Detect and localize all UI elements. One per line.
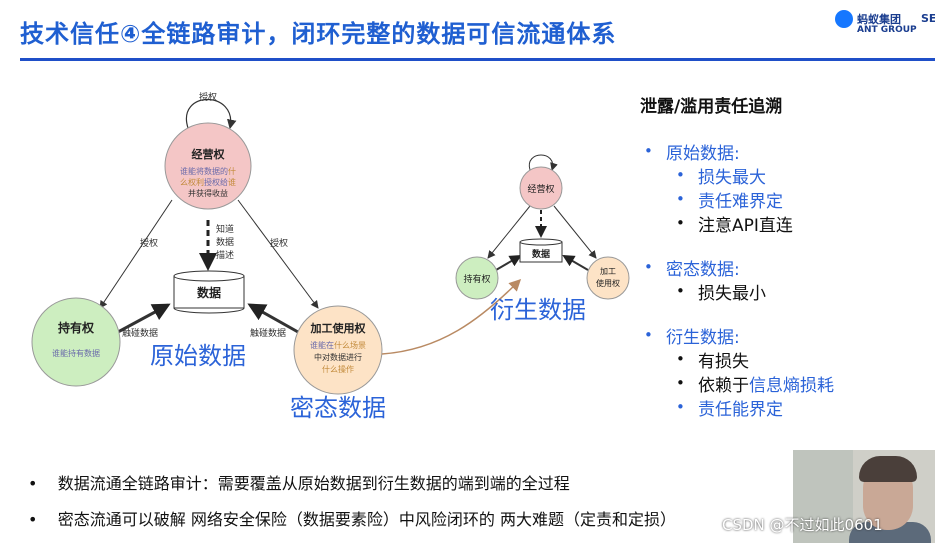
authorize-right-label: 授权 [270, 237, 288, 249]
derived-data-group: •衍生数据: •有损失 •依赖于信息熵损耗 •责任能界定 [640, 323, 930, 420]
touch-left-edge [117, 303, 171, 334]
derived-data-zone-label: 衍生数据 [490, 296, 586, 324]
usage-right-title: 加工使用权 [310, 321, 367, 335]
small-touch-right-edge [562, 254, 589, 271]
small-right-edge [553, 205, 597, 259]
encrypted-data-group: •密态数据: •损失最小 [640, 255, 930, 304]
raw-item-1: •损失最大 [676, 166, 766, 188]
small-touch-left-edge [495, 254, 522, 271]
partner-logo-text: SEC [921, 12, 935, 25]
usage-right-desc-line3: 什么操作 [322, 364, 354, 374]
ownership-title: 持有权 [58, 320, 95, 335]
encrypted-data-zone-label: 密态数据 [290, 394, 386, 422]
data-store-node [173, 270, 245, 314]
raw-data-zone-label: 原始数据 [150, 342, 246, 370]
business-right-desc-line3: 并获得收益 [188, 188, 228, 198]
raw-item-3: •注意API直连 [676, 214, 793, 236]
ant-logo-icon [835, 10, 853, 28]
derived-item-3: •责任能界定 [676, 398, 783, 420]
small-usage-label-2: 使用权 [596, 278, 620, 288]
authorize-left-label: 授权 [140, 237, 158, 249]
business-right-node [164, 122, 252, 210]
small-data-store-node [519, 238, 563, 263]
small-business-label: 经营权 [527, 183, 554, 195]
business-right-desc-line2: 么权利授权给谁 [180, 177, 236, 187]
raw-item-2: •责任难界定 [676, 190, 783, 212]
small-loop-edge [528, 154, 558, 171]
small-ownership-label: 持有权 [463, 273, 490, 285]
business-right-desc-line1: 谁能将数据的什 [180, 166, 236, 176]
small-business-node [519, 166, 563, 210]
encrypted-item-1: •损失最小 [676, 282, 766, 304]
derived-item-2: •依赖于信息熵损耗 [676, 374, 834, 396]
business-right-title: 经营权 [192, 147, 226, 161]
know-label-2: 数据 [216, 236, 234, 248]
small-usage-node [586, 256, 630, 300]
bottom-bullet-2: • 密态流通可以破解 网络安全保险（数据要素险）中风险闭环的 两大难题（定责和定… [28, 510, 676, 529]
data-store-label: 数据 [197, 285, 221, 300]
authorize-loop-label: 授权 [199, 91, 217, 103]
small-ownership-node [455, 256, 499, 300]
know-label-3: 描述 [216, 249, 234, 261]
bottom-bullet-1: • 数据流通全链路审计：需要覆盖从原始数据到衍生数据的端到端的全过程 [28, 474, 570, 493]
small-left-edge [487, 205, 531, 259]
authorize-right-edge [237, 199, 319, 309]
small-data-label: 数据 [532, 248, 550, 260]
derived-item-1: •有损失 [676, 350, 749, 372]
logo-en-text: ANT GROUP [857, 25, 917, 35]
derived-data-label: •衍生数据: [644, 326, 740, 348]
usage-right-desc-line2: 中对数据进行 [314, 352, 362, 362]
ownership-node [31, 297, 121, 387]
know-label-1: 知道 [216, 223, 234, 235]
page-title: 技术信任④全链路审计，闭环完整的数据可信流通体系 [20, 20, 617, 48]
usage-right-node [293, 305, 383, 395]
usage-right-desc-line1: 谁能在什么场景 [310, 340, 366, 350]
raw-data-group: •原始数据: •损失最大 •责任难界定 •注意API直连 [640, 139, 930, 236]
presenter-video-thumbnail [793, 450, 935, 543]
encrypted-data-label: •密态数据: [644, 258, 740, 280]
data-flow-diagram: 授权 授权 授权 知道 数据 描述 触碰数据 触碰数据 经营权 谁能将数据的什 … [31, 91, 630, 422]
company-logo: 蚂蚁集团 ANT GROUP SEC [835, 8, 935, 38]
derive-edge [381, 278, 522, 355]
touch-right-edge [247, 303, 299, 334]
responsibility-panel: 泄露/滥用责任追溯 •原始数据: •损失最大 •责任难界定 •注意API直连 •… [640, 92, 930, 439]
touch-left-label: 触碰数据 [122, 327, 158, 339]
small-usage-label-1: 加工 [600, 266, 616, 276]
touch-right-label: 触碰数据 [250, 327, 286, 339]
panel-heading: 泄露/滥用责任追溯 [640, 97, 783, 117]
title-divider [20, 58, 935, 61]
ownership-desc: 谁能持有数据 [52, 348, 100, 358]
raw-data-label: •原始数据: [644, 142, 740, 164]
authorize-left-edge [99, 199, 173, 309]
csdn-watermark: CSDN @不过如此0601 [722, 516, 883, 534]
authorize-loop-edge [185, 98, 237, 130]
logo-cn-text: 蚂蚁集团 [857, 13, 901, 26]
